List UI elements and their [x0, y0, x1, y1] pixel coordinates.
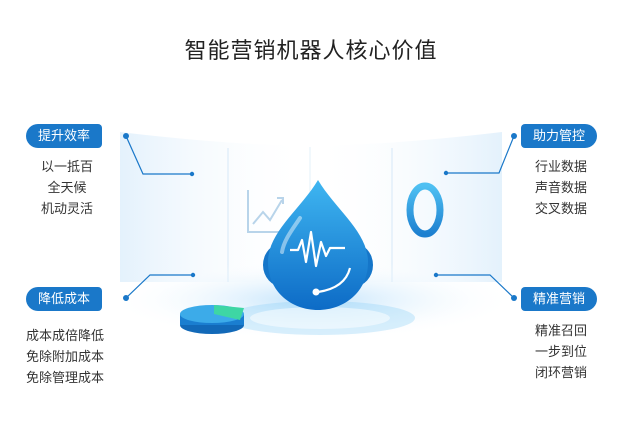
pie-chart-icon	[180, 305, 244, 334]
label-assist-control: 助力管控	[521, 124, 598, 148]
line-chart-icon	[247, 190, 292, 233]
list-item: 声音数据	[535, 180, 588, 195]
glass-panel-left	[120, 132, 310, 282]
list-reduce-cost: 成本成倍降低 免除附加成本 免除管理成本	[26, 325, 104, 388]
list-item: 精准召回	[535, 323, 588, 338]
list-item: 行业数据	[535, 159, 588, 174]
list-improve-efficiency: 以一抵百 全天候 机动灵活	[30, 156, 104, 219]
headset-mic-icon	[317, 267, 352, 294]
list-item: 以一抵百	[40, 159, 93, 174]
list-item: 成本成倍降低	[26, 328, 105, 343]
droplet-robot-icon	[263, 180, 373, 310]
label-improve-efficiency: 提升效率	[26, 124, 103, 148]
list-item: 机动灵活	[40, 201, 93, 216]
list-item: 免除附加成本	[26, 349, 105, 364]
label-precise-marketing: 精准营销	[521, 287, 598, 311]
list-item: 全天候	[47, 180, 87, 195]
list-assist-control: 行业数据 声音数据 交叉数据	[535, 156, 587, 219]
list-precise-marketing: 精准召回 一步到位 闭环营销	[535, 320, 587, 383]
list-item: 交叉数据	[535, 201, 588, 216]
list-item: 一步到位	[535, 344, 588, 359]
ring-icon	[406, 182, 444, 238]
list-item: 免除管理成本	[26, 370, 105, 385]
label-reduce-cost: 降低成本	[26, 287, 103, 311]
page-title: 智能营销机器人核心价值	[184, 38, 438, 63]
waveform-icon	[290, 230, 345, 268]
list-item: 闭环营销	[535, 365, 588, 380]
